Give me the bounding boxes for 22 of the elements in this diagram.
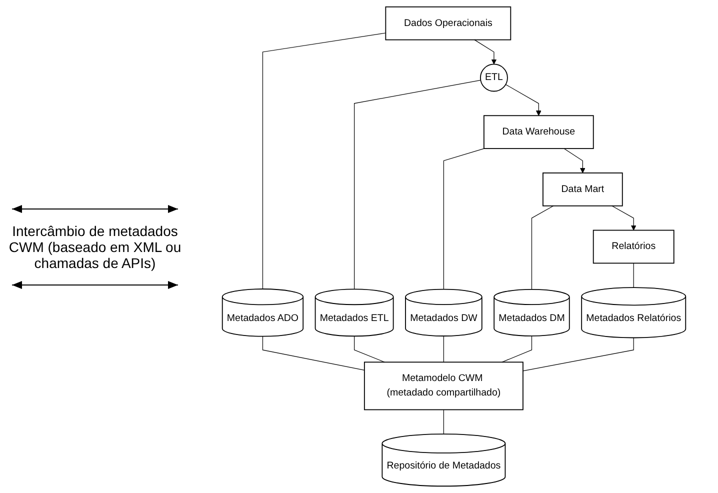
connector: [522, 337, 634, 372]
connector: [443, 148, 484, 290]
connector: [502, 336, 532, 362]
arrow: [612, 206, 636, 230]
node-circle: ETL: [480, 64, 508, 92]
connector: [262, 32, 386, 290]
node-box: Relatórios: [592, 230, 674, 264]
arrow: [505, 84, 542, 116]
connector: [354, 80, 481, 290]
node-box: Data Mart: [542, 172, 623, 206]
connector: [633, 262, 634, 288]
node-box: Metamodelo CWM (metadado compartilhado): [364, 362, 524, 410]
connector: [443, 409, 444, 434]
arrow: [474, 40, 497, 64]
arrow: [564, 148, 586, 174]
node-box: Data Warehouse: [483, 115, 594, 150]
node-box: Dados Operacionais: [385, 6, 512, 40]
connector: [531, 206, 554, 290]
connector: [262, 336, 365, 370]
connector: [443, 336, 444, 362]
connector: [354, 336, 385, 362]
note-text: Intercâmbio de metadados CWM (baseado em XML ou chamadas de APIs): [8, 222, 182, 270]
